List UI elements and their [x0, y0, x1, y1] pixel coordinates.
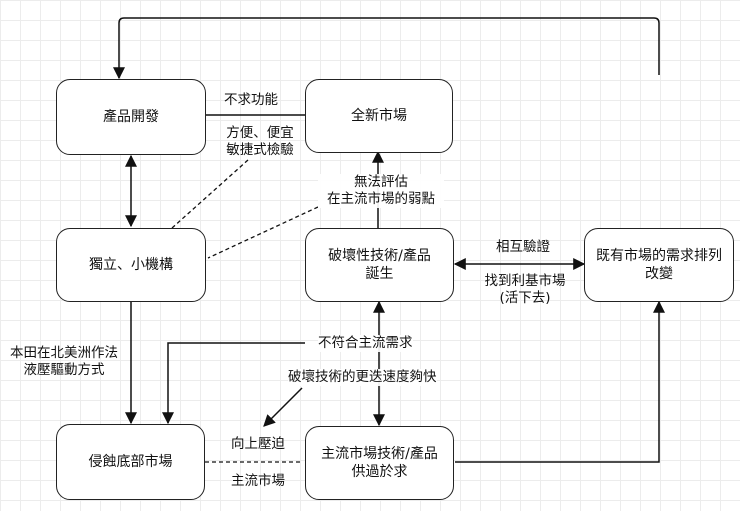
- node-disruptive-technology-label: 破壞性技術/產品 誕生: [328, 248, 431, 282]
- node-mainstream-technology: 主流市場技術/產品 供過於求: [305, 426, 454, 500]
- node-disruptive-technology: 破壞性技術/產品 誕生: [305, 228, 454, 302]
- label-not-meet-mainstream: 不符合主流需求: [318, 335, 413, 352]
- node-new-market-label: 全新市場: [351, 108, 407, 124]
- label-cannot-evaluate: 無法評估 在主流市場的弱點: [318, 174, 444, 208]
- node-existing-market-needs-label: 既有市場的需求排列 改變: [596, 248, 722, 282]
- dashed-convenient-to-small-org: [171, 159, 249, 229]
- label-convenient-cheap: 方便、便宜 敏捷式檢驗: [226, 125, 294, 158]
- dashed-cannot-evaluate-to-small-org: [207, 206, 319, 259]
- node-low-end-market-label: 侵蝕底部市場: [88, 454, 173, 470]
- node-product-development: 產品開發: [56, 79, 206, 155]
- label-no-function: 不求功能: [224, 92, 278, 108]
- arrow-not-meet-to-low-end: [162, 342, 305, 425]
- node-small-organization-label: 獨立、小機構: [89, 257, 173, 273]
- label-find-niche: 找到利基市場 (活下去): [484, 273, 566, 306]
- label-mutual-verify: 相互驗證: [496, 239, 550, 255]
- node-low-end-market: 侵蝕底部市場: [56, 424, 205, 500]
- node-existing-market-needs: 既有市場的需求排列 改變: [584, 228, 734, 302]
- arrow-needs-to-product-dev: [113, 17, 660, 80]
- arrow-faster-to-upward: [263, 387, 303, 427]
- node-new-market: 全新市場: [305, 79, 453, 153]
- node-small-organization: 獨立、小機構: [56, 228, 206, 302]
- arrow-mainstream-to-needs: [455, 300, 665, 463]
- label-honda: 本田在北美洲作法 液壓驅動方式: [10, 345, 118, 378]
- label-mainstream-market: 主流市場: [231, 473, 285, 489]
- label-faster-iteration: 破壞技術的更迭速度夠快: [288, 369, 437, 386]
- node-product-development-label: 產品開發: [103, 109, 159, 125]
- node-mainstream-technology-label: 主流市場技術/產品 供過於求: [321, 446, 438, 480]
- label-upward-pressure: 向上壓迫: [231, 436, 285, 452]
